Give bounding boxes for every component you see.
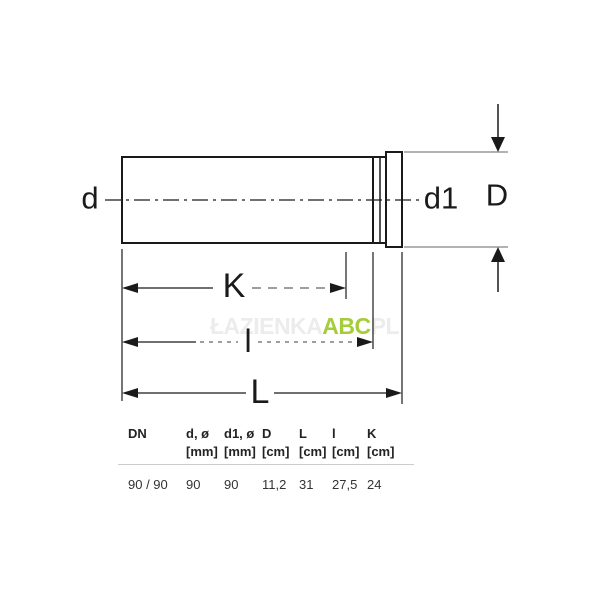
col-header-L: L xyxy=(299,426,307,441)
col-header-D: D xyxy=(262,426,272,441)
label-D: D xyxy=(485,177,509,213)
col-unit-L: [cm] xyxy=(299,444,327,459)
arrow-D-bottom xyxy=(491,247,505,292)
watermark: ŁAZIENKAABCPL xyxy=(210,313,400,340)
col-header-d1: d1, ø xyxy=(224,426,255,441)
dimension-line-K xyxy=(122,283,346,293)
col-unit-D: [cm] xyxy=(262,444,290,459)
cell-K: 24 xyxy=(367,477,382,492)
col-unit-l: [cm] xyxy=(332,444,360,459)
label-d: d xyxy=(81,180,99,216)
cell-d: 90 xyxy=(186,477,201,492)
label-l: l xyxy=(244,323,252,359)
table-separator xyxy=(118,464,414,465)
label-d1: d1 xyxy=(423,180,459,216)
cell-d1: 90 xyxy=(224,477,239,492)
cell-dn: 90 / 90 xyxy=(128,477,168,492)
cell-l: 27,5 xyxy=(332,477,358,492)
col-unit-d: [mm] xyxy=(186,444,218,459)
col-header-dn: DN xyxy=(128,426,147,441)
label-L: L xyxy=(250,373,270,411)
watermark-prefix: ŁAZIENKA xyxy=(210,313,323,339)
col-unit-d1: [mm] xyxy=(224,444,256,459)
arrow-D-top xyxy=(491,104,505,152)
dimension-line-L xyxy=(122,388,402,398)
col-header-K: K xyxy=(367,426,377,441)
cell-D: 11,2 xyxy=(262,477,287,492)
label-K: K xyxy=(222,267,246,305)
dimension-line-l xyxy=(122,337,373,347)
col-header-d: d, ø xyxy=(186,426,210,441)
cell-L: 31 xyxy=(299,477,314,492)
col-header-l: l xyxy=(332,426,336,441)
watermark-suffix: PL xyxy=(370,313,400,339)
col-unit-K: [cm] xyxy=(367,444,395,459)
watermark-brand: ABC xyxy=(322,313,371,339)
